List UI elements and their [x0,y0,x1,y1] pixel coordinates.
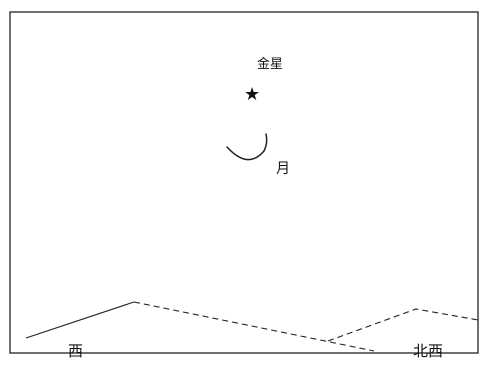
venus-star-icon: ★ [244,84,260,105]
venus-label: 金星 [257,56,283,72]
moon-label: 月 [276,161,290,177]
direction-northwest-label: 北西 [413,342,443,360]
horizon-dashed-left [134,302,374,351]
horizon-solid-left [26,302,134,338]
horizon-dashed-right [328,309,478,341]
crescent-moon-icon [227,134,267,160]
diagram-frame [10,12,478,353]
direction-west-label: 西 [68,342,83,360]
